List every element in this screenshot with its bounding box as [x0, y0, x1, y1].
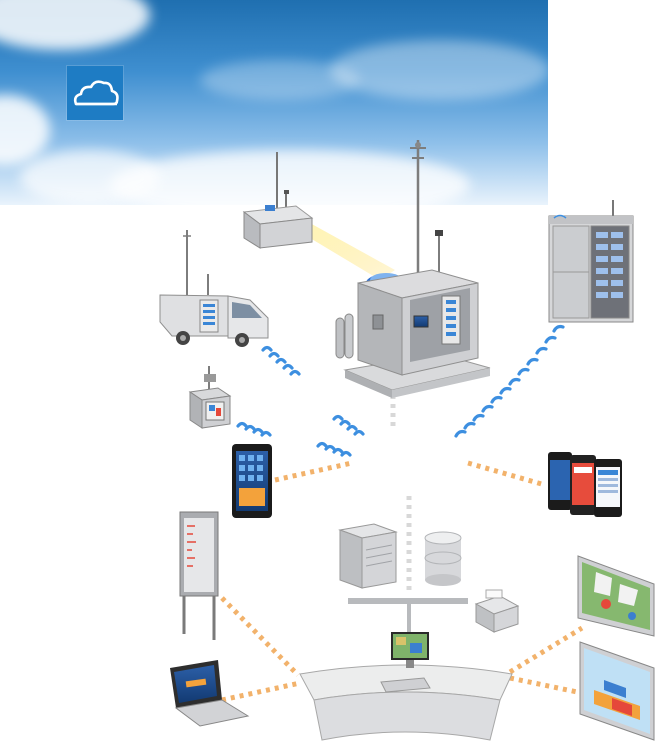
link-map-screen: [508, 625, 584, 675]
signal-center-lower: [316, 441, 352, 457]
database-icon: [424, 531, 462, 586]
link-model-screen: [509, 675, 583, 696]
3d-model-display-icon: [579, 641, 655, 741]
portable-monitoring-unit-icon: [188, 366, 232, 429]
small-monitoring-shelter-icon: [242, 152, 314, 249]
link-smartphones: [467, 460, 546, 488]
signal-van: [261, 345, 301, 376]
printer-icon: [474, 589, 520, 633]
wired-links: [220, 460, 584, 703]
map-display-icon: [577, 555, 655, 637]
cloud-icon: [73, 80, 119, 106]
backbone-dashes: [390, 386, 412, 592]
signal-cabinet: [454, 324, 565, 438]
link-laptop: [221, 680, 301, 703]
sky-banner: [0, 0, 548, 205]
public-display-board-icon: [179, 511, 219, 640]
ethernet-backbone: [348, 598, 468, 636]
signal-portable: [236, 421, 272, 437]
link-tablet: [274, 460, 353, 483]
signal-center-upper: [332, 414, 365, 436]
wireless-signals: [236, 324, 565, 457]
monitoring-station-with-mast-icon: [335, 140, 491, 398]
logo-tile: [67, 66, 123, 120]
monitoring-van-icon: [159, 230, 269, 347]
cloud-shape: [110, 150, 470, 205]
link-display: [220, 596, 300, 677]
operator-workstation-icon: [299, 632, 513, 741]
cloud-shape: [330, 40, 548, 100]
server-icon: [338, 523, 398, 589]
cloud-shape: [200, 60, 360, 100]
tablet-icon: [232, 444, 272, 518]
laptop-icon: [170, 660, 250, 727]
cloud-shape: [20, 150, 160, 205]
smartphones-icon: [548, 452, 622, 517]
analyzer-cabinet-icon: [548, 200, 634, 323]
